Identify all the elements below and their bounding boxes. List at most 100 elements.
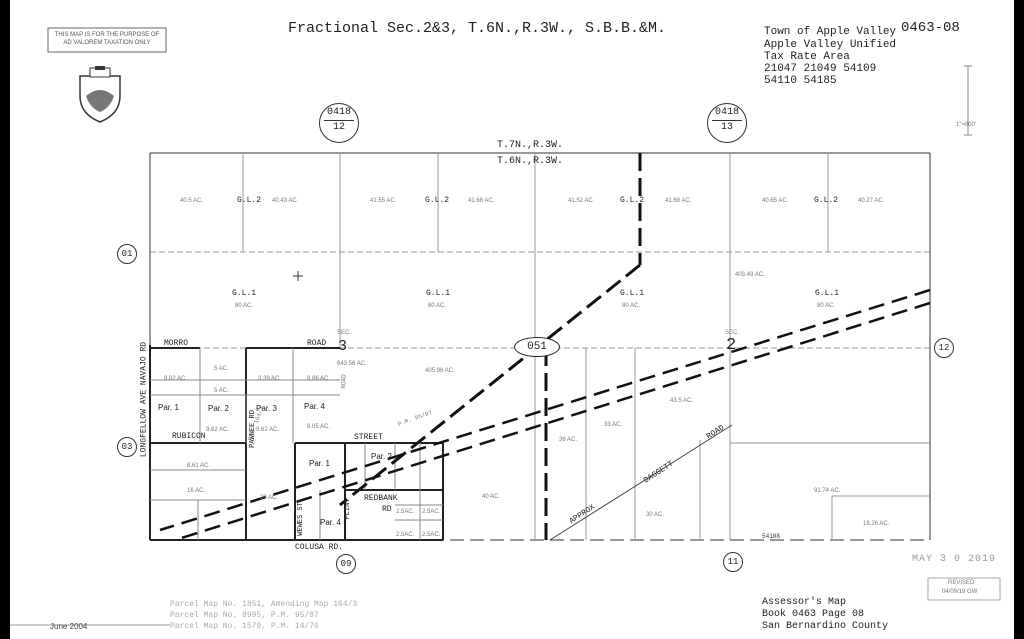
parcel-acres: 16 AC. bbox=[187, 488, 206, 494]
parcel-acres: 43.5 AC. bbox=[670, 398, 694, 404]
scale-bar bbox=[964, 65, 972, 136]
lot-acres: 80 AC. bbox=[817, 303, 836, 309]
county-seal-icon bbox=[79, 66, 121, 123]
parcel-label: Par. 4 bbox=[304, 402, 325, 411]
lot-acres: 41.52 AC. bbox=[568, 198, 595, 204]
government-lot-label: G.L.2 bbox=[237, 196, 262, 205]
redbank-label: REDBANK bbox=[364, 494, 398, 503]
parcel-acres: 18.26 AC. bbox=[863, 521, 890, 527]
adjacent-page: 12 bbox=[332, 122, 345, 133]
adjacent-map-left-top[interactable]: 01 bbox=[117, 244, 137, 264]
lot-acres: 41.55 AC. bbox=[370, 198, 397, 204]
lot-acres: 41.68 AC. bbox=[468, 198, 495, 204]
parcel-acres: 643.56 AC. bbox=[337, 361, 367, 367]
town-name: Town of Apple Valley bbox=[764, 26, 897, 38]
section-label: SEC. bbox=[725, 330, 740, 336]
parcel-acres: 8.86 AC. bbox=[307, 376, 331, 382]
revised-date: 04/09/19 GW bbox=[942, 589, 978, 595]
lot-acres: 40.43 AC. bbox=[272, 198, 299, 204]
parcel-label: Par. 1 bbox=[158, 403, 179, 412]
footer-line3: San Bernardino County bbox=[762, 621, 889, 632]
section-label: SEC. bbox=[337, 330, 352, 336]
government-lot-label: G.L.1 bbox=[620, 289, 645, 298]
parcel-acres: 36 AC. bbox=[559, 437, 578, 443]
parcel-label: Par. 1 bbox=[309, 459, 330, 468]
map-linework bbox=[10, 27, 1001, 626]
parcel-acres: 5 AC. bbox=[214, 388, 229, 394]
parcel-acres: 2.5AC. bbox=[422, 509, 441, 515]
parcel-acres: 33 AC. bbox=[604, 422, 623, 428]
lot-acres: 80 AC. bbox=[622, 303, 641, 309]
parcel-map-list-item: Parcel Map No. 1851, Amending Map 164/3 bbox=[170, 600, 358, 609]
parcel-acres: 9.62 AC. bbox=[206, 427, 230, 433]
scale-label: 1"=800' bbox=[956, 122, 977, 128]
adjacent-map-bottom-right[interactable]: 11 bbox=[723, 552, 743, 572]
tax-rate-area-line1: 21047 21049 54109 bbox=[764, 63, 877, 75]
map-title: Fractional Sec.2&3, T.6N.,R.3W., S.B.B.&… bbox=[288, 20, 667, 37]
lot-acres: 403.49 AC. bbox=[735, 272, 765, 278]
tax-rate-area-title: Tax Rate Area bbox=[764, 51, 850, 63]
revised-label: REVISED bbox=[948, 580, 975, 586]
parcel-map-list-item: Parcel Map No. 1579, P.M. 14/76 bbox=[170, 622, 319, 631]
parcel-map-list-item: Parcel Map No. 8995, P.M. 95/97 bbox=[170, 611, 319, 620]
adjacent-map-reference[interactable]: 0418 13 bbox=[707, 103, 747, 143]
street-label: STREET bbox=[354, 433, 383, 442]
parcel-acres: 20 AC. bbox=[260, 495, 279, 501]
road-vertical-label: ROAD bbox=[340, 374, 348, 389]
parcel-acres: 5 AC. bbox=[214, 366, 229, 372]
footer-line2: Book 0463 Page 08 bbox=[762, 609, 865, 620]
government-lot-label: G.L.2 bbox=[425, 196, 450, 205]
government-lot-label: G.L.1 bbox=[815, 289, 840, 298]
parcel-label: Par. 2 bbox=[371, 452, 392, 461]
morro-road-label: ROAD bbox=[307, 339, 327, 348]
lot-acres: 40.5 AC. bbox=[180, 198, 204, 204]
parcel-acres: 405.96 AC. bbox=[425, 368, 455, 374]
government-lot-label: G.L.1 bbox=[232, 289, 257, 298]
government-lot-label: G.L.2 bbox=[620, 196, 645, 205]
adjacent-page: 13 bbox=[720, 122, 733, 133]
lot-acres: 80 AC. bbox=[428, 303, 447, 309]
government-lot-label: G.L.1 bbox=[426, 289, 451, 298]
parcel-acres: 2.5AC. bbox=[396, 532, 415, 538]
dashed-railroad-north bbox=[159, 288, 931, 532]
adjacent-book: 0418 bbox=[324, 106, 354, 121]
adjacent-map-bottom-left[interactable]: 09 bbox=[336, 554, 356, 574]
parcel-acres: 30 AC. bbox=[646, 512, 665, 518]
lot-acres: 41.68 AC. bbox=[665, 198, 692, 204]
tax-rate-area-line2: 54110 54185 bbox=[764, 75, 837, 87]
parcel-label: Par. 4 bbox=[320, 518, 341, 527]
parcel-label: Par. 3 bbox=[256, 404, 277, 413]
longfellow-ave-label: LONGFELLOW AVE NAVAJO RD bbox=[139, 341, 149, 458]
assessor-map-sheet: THIS MAP IS FOR THE PURPOSE OF AD VALORE… bbox=[10, 0, 1014, 639]
tra-number: 54108 bbox=[762, 533, 781, 540]
parcel-acres: 2.5AC. bbox=[422, 532, 441, 538]
center-map-reference[interactable]: 051 bbox=[514, 337, 560, 357]
parcel-acres: 40 AC. bbox=[482, 494, 501, 500]
morro-road-label: MORRO bbox=[164, 339, 189, 348]
footer-line1: Assessor's Map bbox=[762, 597, 847, 608]
parcel-acres: 91.74 AC. bbox=[814, 488, 841, 494]
redbank-rd-label: RD bbox=[382, 505, 392, 514]
received-stamp: MAY 3 0 2019 bbox=[912, 554, 997, 565]
adjacent-book: 0418 bbox=[712, 106, 742, 121]
colusa-road-label: COLUSA RD. bbox=[295, 543, 344, 552]
adjacent-map-left-bottom[interactable]: 03 bbox=[117, 437, 137, 457]
flint-label: FLINT bbox=[344, 498, 352, 520]
wewes-street-label: WEWES ST bbox=[297, 502, 305, 536]
section-number: 2 bbox=[726, 336, 737, 355]
parcel-acres: 3.39 AC. bbox=[258, 376, 282, 382]
rubicon-label: RUBICON bbox=[172, 432, 206, 441]
lot-acres: 40.27 AC. bbox=[858, 198, 885, 204]
parcel-acres: 9.62 AC. bbox=[256, 427, 280, 433]
lot-acres: 80 AC. bbox=[235, 303, 254, 309]
lot-acres: 40.65 AC. bbox=[762, 198, 789, 204]
parcel-acres: 8.61 AC. bbox=[187, 463, 211, 469]
township-south: T.6N.,R.3W. bbox=[497, 156, 564, 167]
government-lot-label: G.L.2 bbox=[814, 196, 839, 205]
adjacent-map-reference[interactable]: 0418 12 bbox=[319, 103, 359, 143]
ad-valorem-notice: THIS MAP IS FOR THE PURPOSE OF AD VALORE… bbox=[54, 32, 160, 46]
school-district: Apple Valley Unified bbox=[764, 39, 897, 51]
parcel-acres: 8.05 AC. bbox=[307, 424, 331, 430]
adjacent-map-right[interactable]: 12 bbox=[934, 338, 954, 358]
parcel-acres: 8.82 AC. bbox=[164, 376, 188, 382]
